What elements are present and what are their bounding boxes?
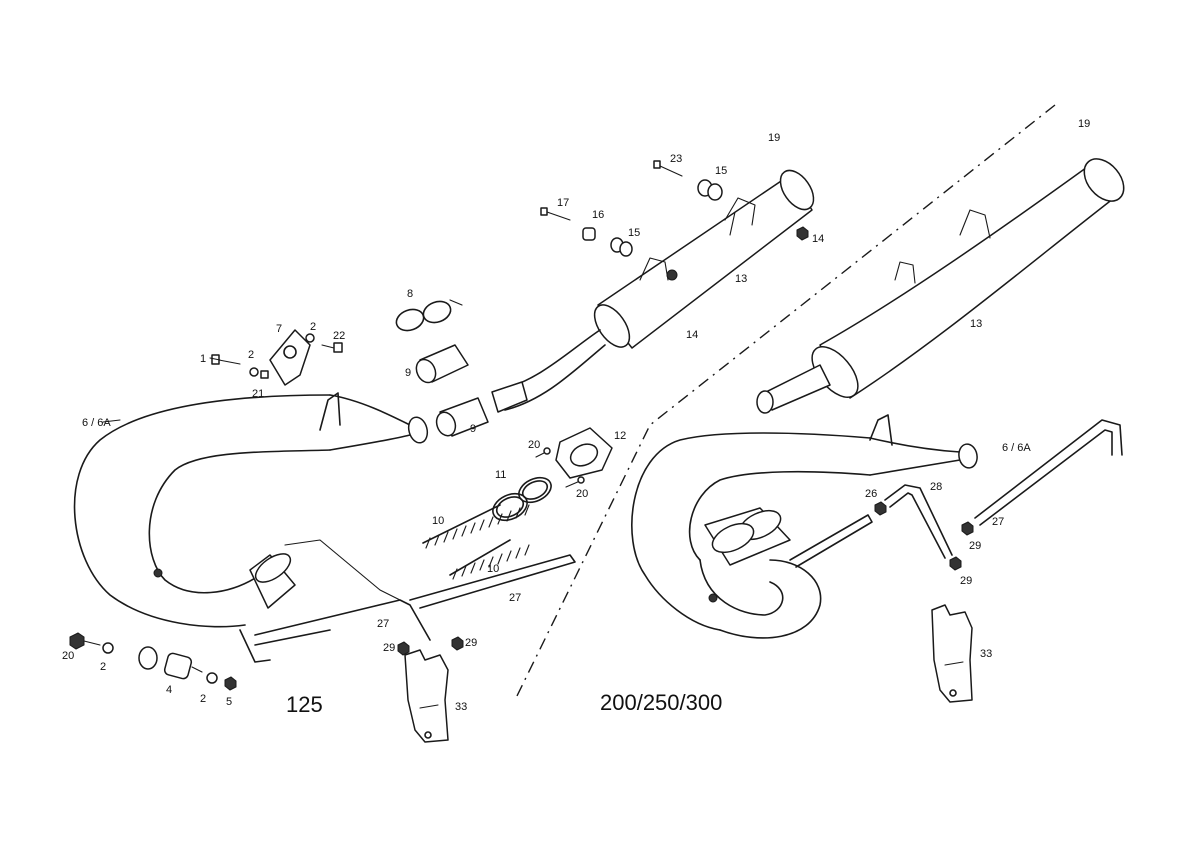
coupler-sleeve-9-top: [415, 344, 469, 384]
callout-12: 12: [614, 430, 626, 442]
callout-17: 17: [557, 197, 569, 209]
callout-29: 29: [465, 637, 477, 649]
brace-rod-27-large: [974, 419, 1123, 526]
callout-23: 23: [670, 153, 682, 165]
divider-line: [514, 104, 1056, 701]
callout-28: 28: [930, 481, 942, 493]
callout-14: 14: [686, 329, 698, 341]
callout-16: 16: [592, 209, 604, 221]
callout-22: 22: [333, 330, 345, 342]
callout-11: 11: [495, 469, 506, 481]
spacer-16: [582, 227, 596, 241]
exhaust-pipe-125: [73, 392, 429, 663]
callout-20: 20: [576, 488, 588, 500]
bolt-23: [653, 160, 683, 177]
callout-27: 27: [377, 618, 389, 630]
o-ring-11: [492, 476, 552, 522]
bolt-22: [321, 342, 343, 353]
nut-29-b: [451, 636, 464, 651]
callout-27: 27: [992, 516, 1004, 528]
callout-5: 5: [226, 696, 232, 708]
callout-15: 15: [715, 165, 727, 177]
hose-clamp-8: [395, 299, 463, 332]
callout-15: 15: [628, 227, 640, 239]
callout-2: 2: [200, 693, 206, 705]
callout-6-6a: 6 / 6A: [82, 417, 111, 429]
callout-10: 10: [487, 563, 499, 575]
rubber-mount-group: [69, 632, 237, 691]
callout-2: 2: [100, 661, 106, 673]
callout-9: 9: [405, 367, 411, 379]
callout-6-6a: 6 / 6A: [1002, 442, 1031, 454]
callout-20: 20: [62, 650, 74, 662]
leader-lines: [102, 357, 221, 423]
callout-33: 33: [980, 648, 992, 660]
callout-7: 7: [276, 323, 282, 335]
callout-29: 29: [383, 642, 395, 654]
callout-27: 27: [509, 592, 521, 604]
washer-2-b: [305, 333, 315, 343]
exhaust-flange-12: [555, 427, 613, 479]
nut-26: [874, 501, 887, 516]
callout-13: 13: [735, 273, 747, 285]
washer-2: [249, 367, 259, 377]
grommet-15: [697, 179, 723, 201]
nut-14: [796, 226, 809, 241]
nut-29-c: [961, 521, 974, 536]
callout-4: 4: [166, 684, 172, 696]
grommet-15-b: [610, 237, 633, 257]
callout-21: 21: [252, 388, 264, 400]
callout-9: 9: [470, 423, 476, 435]
callout-19: 19: [768, 132, 780, 144]
callout-8: 8: [407, 288, 413, 300]
callout-29: 29: [969, 540, 981, 552]
bracket-7: [269, 329, 311, 386]
bolt-20-a: [535, 447, 551, 458]
callout-20: 20: [528, 439, 540, 451]
bolt-17: [540, 207, 571, 221]
silencer-125: [491, 169, 815, 413]
callout-19: 19: [1078, 118, 1090, 130]
brace-rod-27-125: [254, 539, 576, 646]
cylinder-mount-33-large: [931, 604, 973, 703]
nut-29-a: [397, 641, 410, 656]
variant-label-200-250-300: 200/250/300: [600, 690, 722, 715]
bolt-20-b: [565, 476, 585, 488]
bracket-28: [884, 484, 953, 559]
nut-21: [260, 370, 269, 379]
callout-10: 10: [432, 515, 444, 527]
callout-2: 2: [248, 349, 254, 361]
callout-2: 2: [310, 321, 316, 333]
callout-26: 26: [865, 488, 877, 500]
cylinder-mount-33-125: [404, 649, 449, 743]
callout-labels: 1 2 2 2 2 4 5 6 / 6A 6 / 6A 7 8 9 9 10 1…: [62, 118, 1090, 713]
nut-29-d: [949, 556, 962, 571]
callout-14: 14: [812, 233, 824, 245]
spring-10-lower: [449, 539, 530, 580]
coupler-sleeve-9-bottom: [435, 397, 489, 437]
callout-13: 13: [970, 318, 982, 330]
callout-29: 29: [960, 575, 972, 587]
silencer-large: [756, 158, 1125, 414]
exhaust-pipe-large: [631, 414, 978, 639]
callout-33: 33: [455, 701, 467, 713]
callout-1: 1: [200, 353, 206, 365]
variant-label-125: 125: [286, 692, 323, 717]
